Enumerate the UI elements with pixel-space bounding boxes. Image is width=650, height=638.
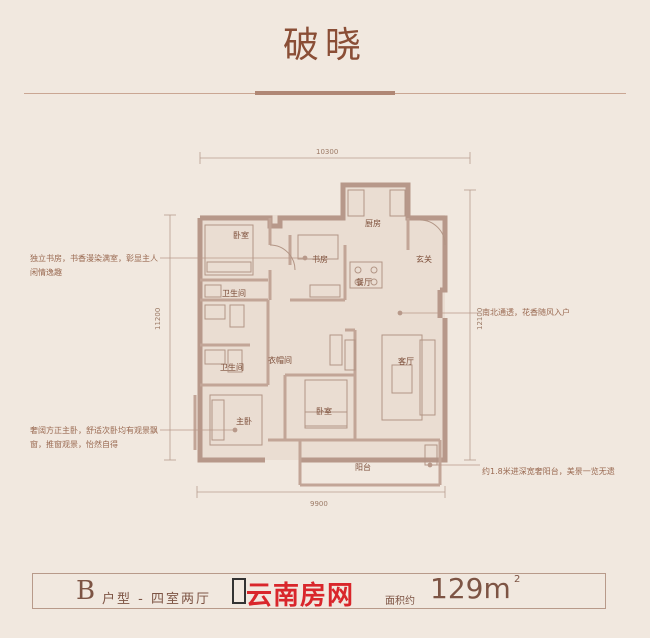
- callout-balcony: 约1.8米进深宽奢阳台，美景一览无遗: [482, 467, 615, 476]
- dimension-right: 12100: [476, 308, 484, 330]
- dimension-bottom: 9900: [310, 500, 328, 508]
- area-value: 129m: [430, 572, 511, 605]
- room-entrance: 玄关: [416, 254, 432, 264]
- room-bathroom-1: 卫生间: [222, 288, 246, 298]
- floor-fill: [200, 188, 445, 460]
- room-bedroom-1: 卧室: [233, 230, 249, 240]
- footer-banner: [32, 573, 606, 609]
- inner-walls: [193, 218, 442, 487]
- furniture: [204, 189, 446, 466]
- room-bathroom-2: 卫生间: [220, 362, 244, 372]
- watermark-text: 云南房网: [246, 581, 355, 611]
- room-living: 客厅: [398, 356, 414, 366]
- floor-plan: 10300 9900 11200 12100: [154, 148, 484, 508]
- room-study: 书房: [312, 254, 328, 264]
- title-divider-accent: [255, 91, 395, 95]
- room-bedroom-2: 卧室: [316, 406, 332, 416]
- area-unit-superscript: 2: [514, 574, 521, 585]
- callout-ventilation: 南北通透，花香随风入户: [482, 308, 570, 317]
- unit-letter: B: [76, 576, 96, 606]
- unit-type: 户型 - 四室两厅: [102, 592, 211, 607]
- callout-master: 奢阔方正主卧，舒适次卧均有观景飘窗，推窗观景，怡然自得: [30, 426, 158, 449]
- dimension-top: 10300: [316, 148, 338, 156]
- page-title: 破晓: [282, 25, 367, 66]
- dimension-left: 11200: [154, 308, 162, 330]
- room-kitchen: 厨房: [365, 218, 381, 228]
- room-dining: 餐厅: [356, 278, 372, 287]
- dimension-lines: [164, 152, 476, 498]
- watermark-logo-icon: [232, 578, 246, 604]
- callout-lines: [160, 255, 480, 468]
- room-master: 主卧: [236, 416, 252, 426]
- room-balcony: 阳台: [355, 462, 371, 472]
- room-closet: 衣帽间: [268, 355, 292, 365]
- area-label: 面积约: [385, 596, 415, 607]
- callout-study: 独立书房，书香漫染满室，彰显主人闲情逸趣: [30, 254, 158, 277]
